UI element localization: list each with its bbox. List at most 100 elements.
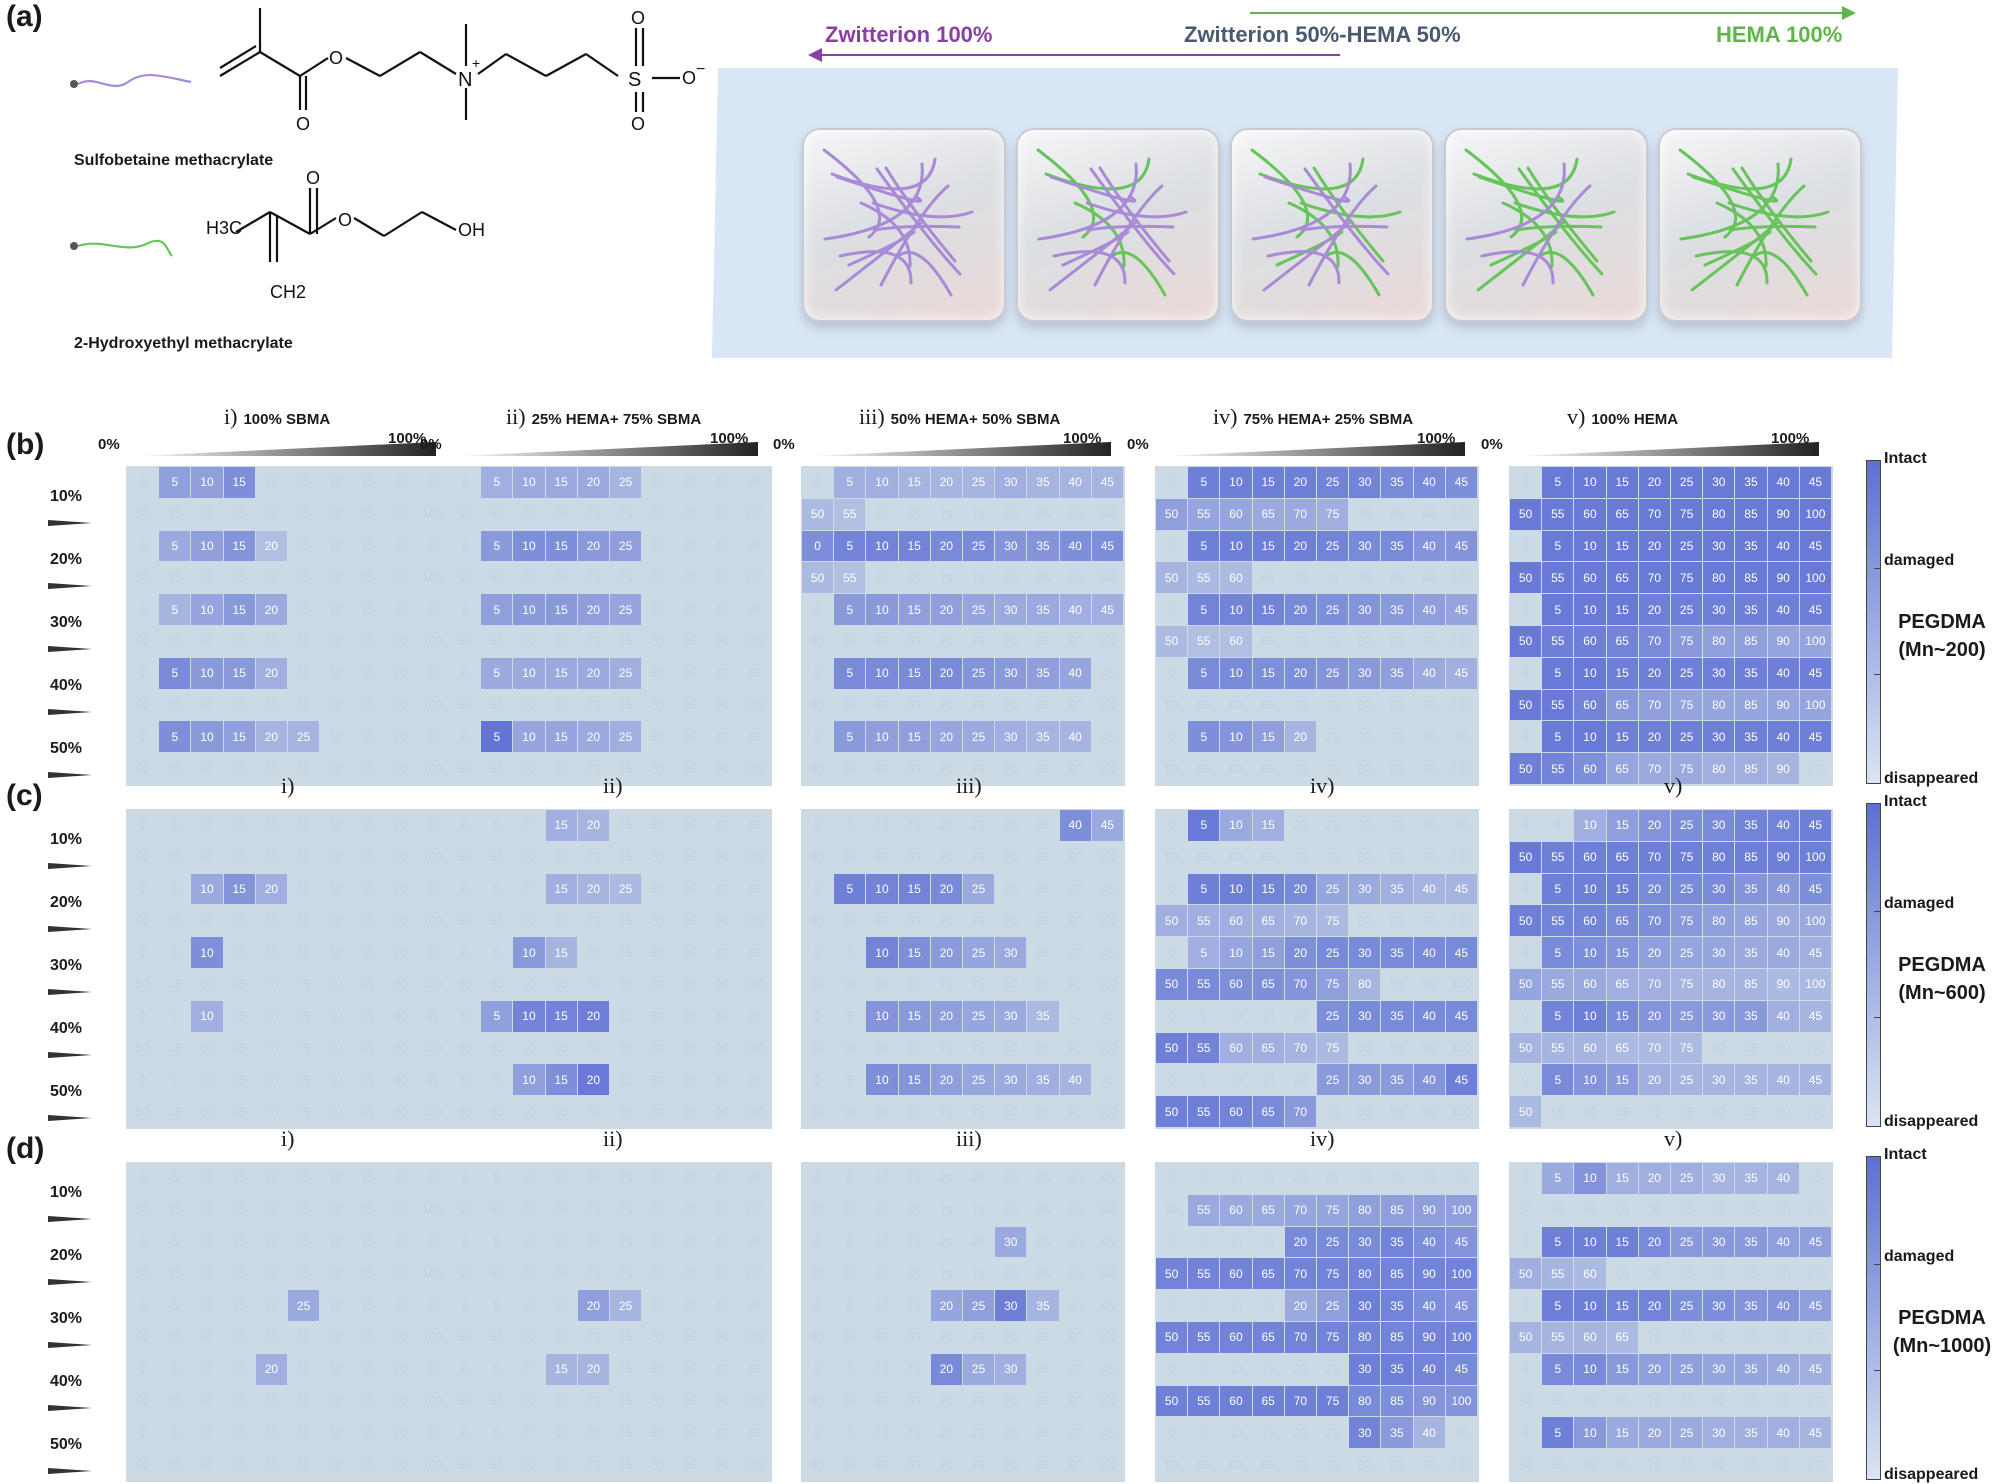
heatmap-cell: 20 (1638, 1064, 1670, 1096)
heatmap-cell: 35 (683, 881, 697, 896)
colorbar-top-label: Intact (1884, 793, 1927, 810)
heatmap-cell: 40 (1422, 1171, 1436, 1186)
heatmap-cell: 50 (1156, 1322, 1188, 1353)
heatmap-cell: 75 (618, 1040, 633, 1055)
heatmap-cell: 80 (1004, 850, 1018, 865)
heatmap-cell: 35 (1027, 1064, 1059, 1096)
heatmap-cell: 85 (361, 697, 375, 712)
row-label: 50% (50, 1436, 83, 1453)
heatmap-cell: 35 (1027, 1290, 1059, 1321)
heatmap-cell: 75 (971, 1266, 986, 1281)
sbma-strand-icon (70, 73, 192, 88)
heatmap-cell: 25 (610, 657, 642, 689)
heatmap-cell: 35 (361, 1072, 375, 1087)
heatmap-cell: 25 (963, 873, 995, 905)
heatmap-cell: 85 (1390, 850, 1404, 865)
heatmap-cell: 0 (1522, 1234, 1529, 1249)
heatmap-cell: 40 (1068, 1362, 1082, 1377)
heatmap-cell: 55 (168, 1457, 182, 1472)
heatmap-cell: 75 (971, 1330, 986, 1345)
heatmap-cell: 15 (1606, 1163, 1638, 1194)
heatmap-cell: 25 (1671, 1000, 1703, 1032)
heatmap-cell: 0 (1522, 1009, 1529, 1024)
heatmap-cell: 0 (814, 666, 821, 681)
heatmap-cell: 60 (875, 1266, 889, 1281)
heatmap-cell: 35 (361, 1298, 375, 1313)
heatmap-cell: 100 (1799, 841, 1831, 873)
heatmap-cell: 25 (1671, 1226, 1703, 1258)
colorbar-tick (1874, 910, 1881, 912)
heatmap-cell: 35 (1735, 657, 1767, 689)
heatmap-cell: 40 (1068, 1009, 1082, 1024)
heatmap-cell: 15 (232, 818, 246, 833)
heatmap-cell: 100 (422, 1393, 443, 1408)
heatmap-cell: 20 (1638, 594, 1670, 625)
heatmap-cell: 0 (814, 1171, 821, 1186)
heatmap-cell: 5 (1188, 810, 1220, 841)
heatmap-cell: 60 (1220, 1096, 1252, 1127)
heatmap-cell: 25 (618, 1362, 633, 1377)
heatmap-cell: 15 (907, 1171, 921, 1186)
heatmap-cell: 55 (490, 977, 504, 992)
heatmap-cell: 70 (1638, 689, 1670, 721)
heatmap-cell: 55 (1188, 1194, 1220, 1226)
heatmap-cell: 100 (1097, 1266, 1118, 1281)
heatmap-cell: 55 (834, 498, 866, 530)
heatmap-cell: 50 (135, 1457, 150, 1472)
heatmap-cell: 20 (1284, 594, 1316, 625)
heatmap-cell: 35 (1735, 594, 1767, 625)
hydrogel-block (1444, 128, 1648, 322)
heatmap-cell: 80 (329, 850, 343, 865)
heatmap-cell: 10 (1229, 1362, 1243, 1377)
heatmap-cell: 85 (1381, 1258, 1413, 1290)
heatmap-cell: 30 (995, 530, 1027, 562)
heatmap-cell: 45 (747, 1171, 762, 1186)
heatmap-cell: 45 (1100, 1298, 1115, 1313)
heatmap-cell: 75 (618, 1330, 633, 1345)
heatmap-cell: 10 (522, 818, 536, 833)
heatmap-cell: 100 (1451, 1104, 1472, 1119)
heatmap-cell: 35 (683, 818, 697, 833)
heatmap-cell: 30 (1703, 1290, 1735, 1321)
colorbar-bottom-label: disappeared (1884, 770, 1979, 787)
heatmap-cell: 70 (264, 1457, 279, 1472)
heatmap-cell: 25 (963, 594, 995, 625)
zwitterion-label: Zwitterion 100% (825, 22, 993, 47)
polymer-strand (835, 175, 923, 203)
column-title: 75% HEMA+ 25% SBMA (1243, 411, 1414, 428)
heatmap-cell: 5 (1554, 818, 1562, 833)
heatmap-cell: 80 (651, 507, 665, 522)
heatmap-cell: 75 (1317, 1194, 1349, 1226)
heatmap-cell: 30 (1703, 1353, 1735, 1385)
heatmap-cell: 0 (1168, 1009, 1175, 1024)
hema-arrowhead (1842, 6, 1856, 20)
heatmap-cell: 80 (651, 1393, 665, 1408)
scale-min-label: 0% (98, 436, 120, 453)
heatmap-cell: 10 (866, 594, 898, 625)
heatmap-cell: 25 (1671, 467, 1703, 498)
heatmap-cell: 70 (939, 977, 954, 992)
heatmap-cell: 55 (1551, 1393, 1565, 1408)
heatmap-cell: 70 (939, 1330, 954, 1345)
heatmap-cell: 35 (361, 475, 375, 490)
heatmap-cell: 35 (1381, 1353, 1413, 1385)
column-roman: iv) (1310, 773, 1335, 798)
heatmap-cell: 35 (361, 945, 375, 960)
heatmap-cell: 65 (1252, 969, 1284, 1000)
heatmap-cell: 55 (490, 1104, 504, 1119)
heatmap-cell: 10 (200, 1171, 214, 1186)
heatmap-cell: 70 (1638, 562, 1670, 594)
heatmap-cell: 30 (1004, 881, 1018, 896)
heatmap-cell: 100 (1097, 1393, 1118, 1408)
heatmap-cell: 65 (1606, 905, 1638, 937)
heatmap-cell: 30 (651, 729, 665, 744)
heatmap-cell: 40 (1059, 467, 1091, 498)
heatmap-cell: 35 (1735, 873, 1767, 905)
heatmap-cell: 40 (1413, 1290, 1445, 1321)
heatmap-cell: 50 (810, 1203, 825, 1218)
heatmap-cell: 20 (255, 657, 287, 689)
heatmap-cell: 60 (1574, 498, 1606, 530)
heatmap-cell: 75 (1317, 1385, 1349, 1417)
heatmap-cell: 100 (1799, 562, 1831, 594)
heatmap-cell: 80 (1712, 1040, 1726, 1055)
